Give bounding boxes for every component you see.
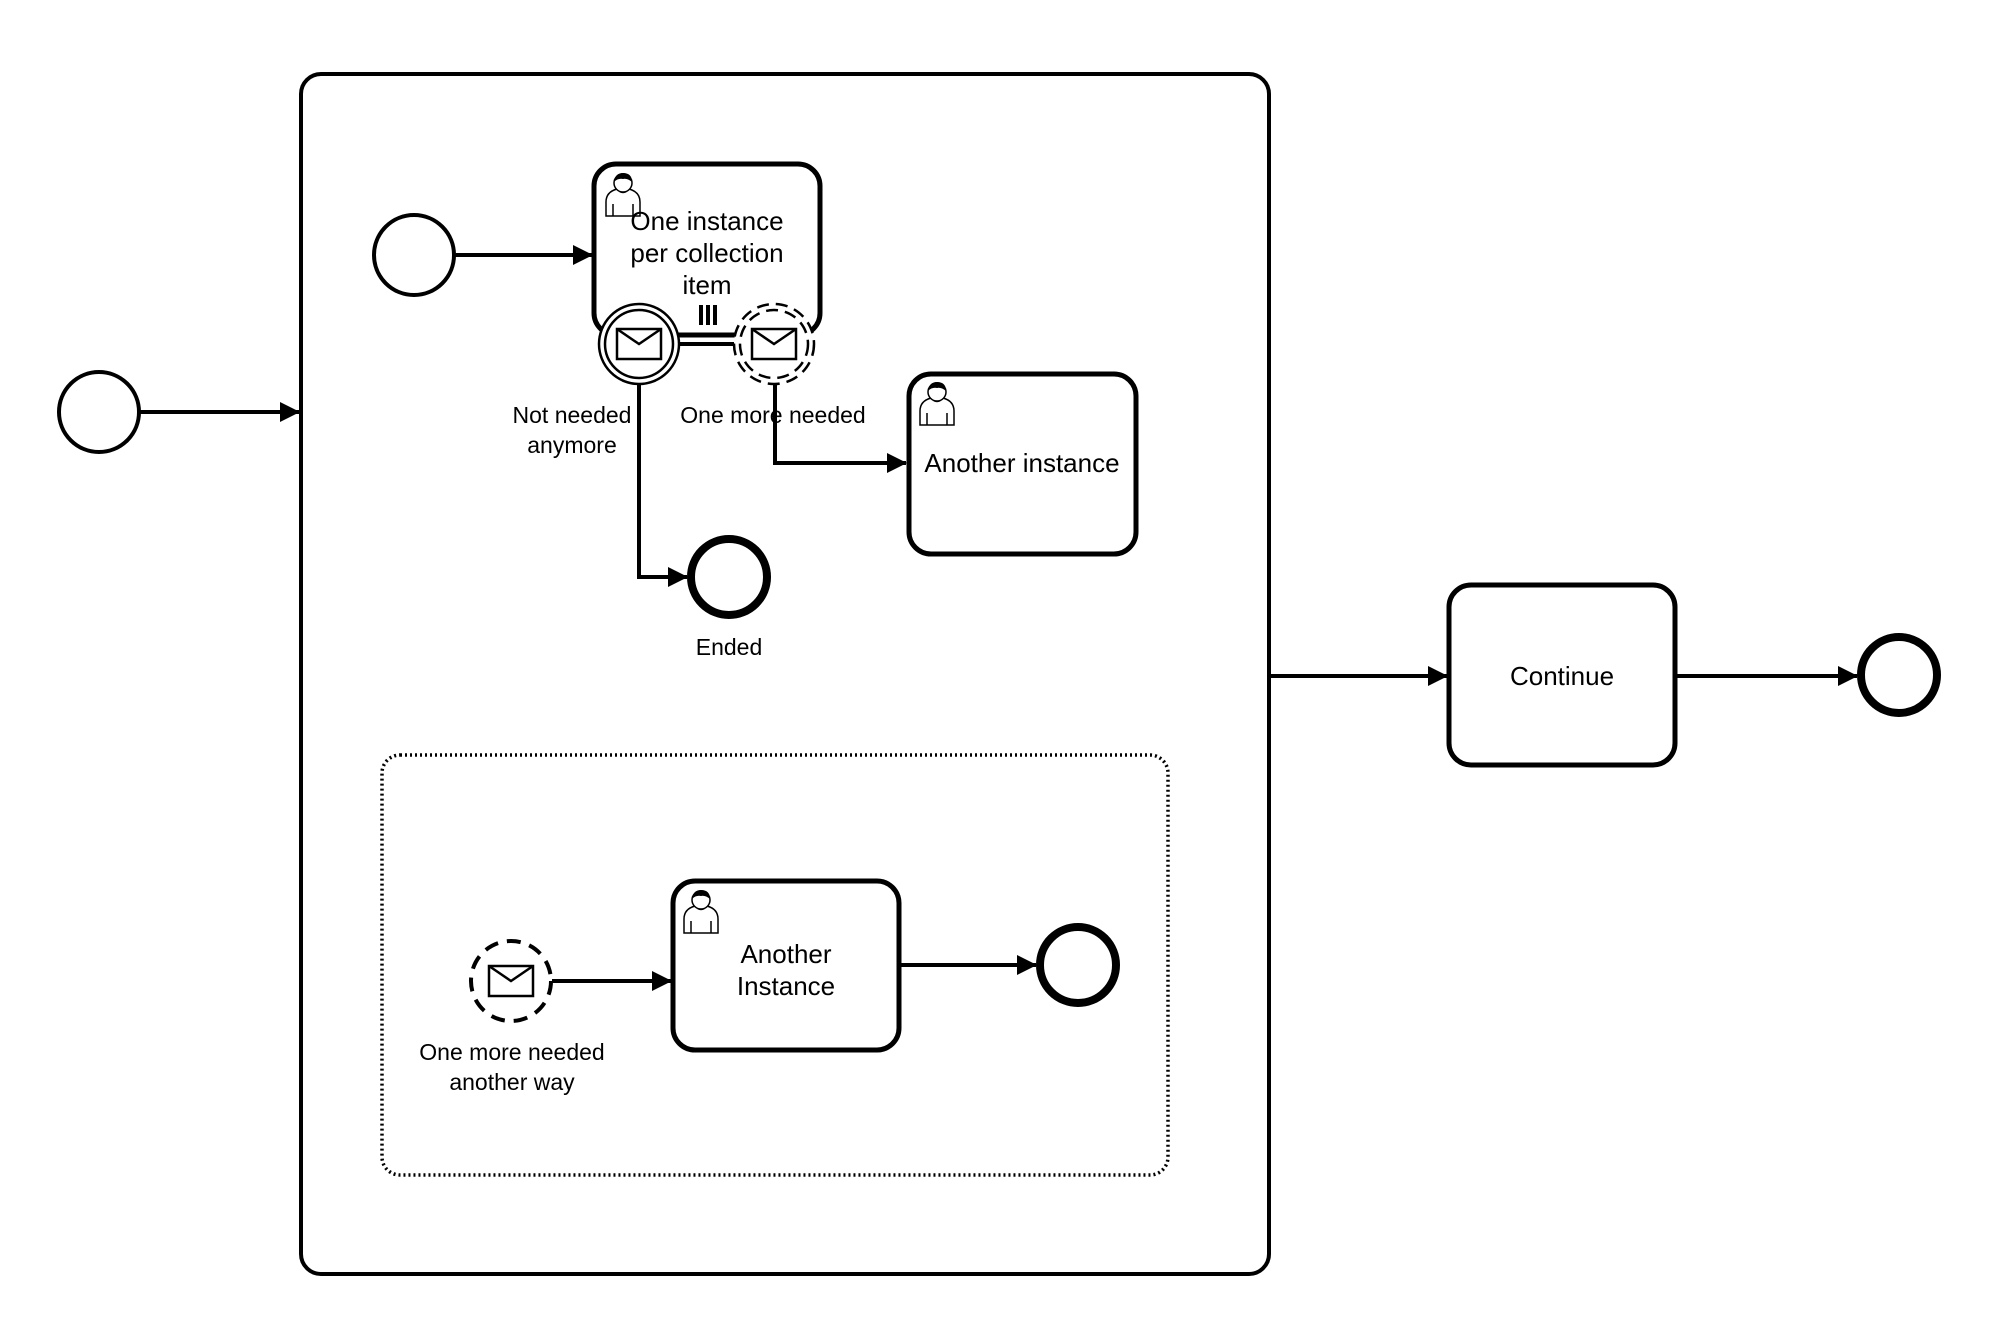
task-one-instance-per-collection-item[interactable]: One instance per collection item — [591, 161, 823, 338]
event-subprocess-end-event[interactable] — [1036, 923, 1120, 1007]
boundary-event-one-more-needed[interactable] — [732, 302, 816, 386]
subprocess-start-event[interactable] — [372, 213, 456, 297]
task-label: Continue — [1510, 661, 1614, 691]
task-label-line-2: per collection — [630, 238, 783, 268]
task-label-line-3: item — [682, 270, 731, 300]
end-event-ended[interactable] — [687, 535, 771, 619]
sequence-flow-to-another-instance[interactable] — [773, 384, 907, 473]
boundary-label-line-1: Not needed — [513, 402, 632, 428]
task-label: Another instance — [924, 448, 1119, 478]
task-label-line-1: One instance — [630, 206, 783, 236]
task-continue[interactable]: Continue — [1446, 582, 1678, 768]
boundary-label-line-2: anymore — [527, 432, 616, 458]
parallel-multi-instance-marker-icon — [699, 305, 717, 325]
event-subprocess[interactable] — [380, 753, 1170, 1177]
task-another-instance-event-subprocess[interactable]: Another Instance — [670, 878, 902, 1053]
boundary-event-not-needed-anymore[interactable] — [597, 302, 681, 386]
task-label-line-2: Instance — [737, 971, 835, 1001]
event-subprocess-start-label-line-1: One more needed — [419, 1039, 604, 1065]
envelope-icon — [750, 327, 798, 361]
event-subprocess-start-label-line-2: another way — [449, 1069, 575, 1095]
event-subprocess-start-event[interactable] — [469, 939, 553, 1023]
sequence-flow-to-ended[interactable] — [637, 384, 688, 587]
envelope-icon — [615, 327, 663, 361]
end-event[interactable] — [1857, 633, 1941, 717]
start-event[interactable] — [57, 370, 141, 454]
end-event-label: Ended — [696, 634, 763, 660]
task-label-line-1: Another — [740, 939, 831, 969]
envelope-icon — [487, 964, 535, 998]
task-another-instance[interactable]: Another instance — [906, 371, 1139, 557]
